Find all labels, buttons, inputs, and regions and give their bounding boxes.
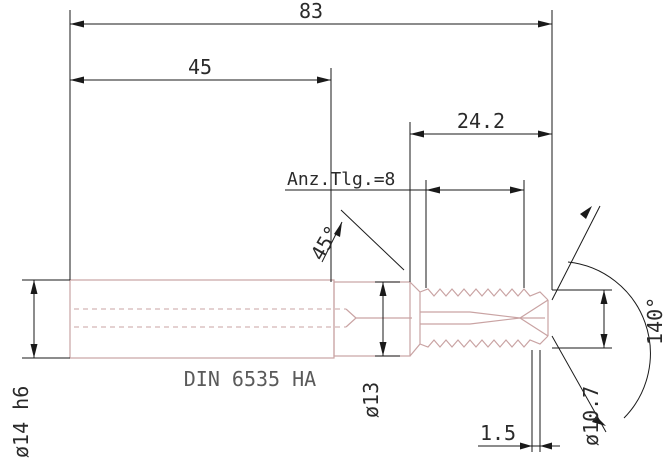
dimension-point-angle: 140° [551,205,667,433]
extension-lines [22,10,612,452]
dimension-thread-length: 24.2 [410,109,552,138]
overall-length-label: 83 [299,0,323,23]
standard-label: DIN 6535 HA [184,367,316,391]
dimension-shank-length: 45 [70,55,331,84]
shank-length-label: 45 [188,55,212,79]
dimension-tip-diameter: ø10.7 [579,290,608,446]
dimension-teeth-span: Anz.Tlg.=8 [285,169,524,194]
tool-outline [69,279,549,359]
dimension-neck-diameter: ø13 [359,282,387,418]
dimension-pitch: 1.5 [478,421,560,450]
thread-length-label: 24.2 [457,109,505,133]
teeth-count-label: Anz.Tlg.=8 [287,169,395,190]
point-angle-label: 140° [643,297,667,345]
neck-diameter-label: ø13 [359,382,383,418]
coolant-bore [74,308,412,328]
tip-diameter-label: ø10.7 [579,386,603,446]
pitch-label: 1.5 [480,421,516,445]
shank-diameter-label: ø14 h6 [9,386,33,458]
dimension-overall-length: 83 [70,0,552,28]
dimension-shank-diameter: ø14 h6 [9,280,38,458]
dimension-chamfer-angle: 45° [306,209,405,271]
